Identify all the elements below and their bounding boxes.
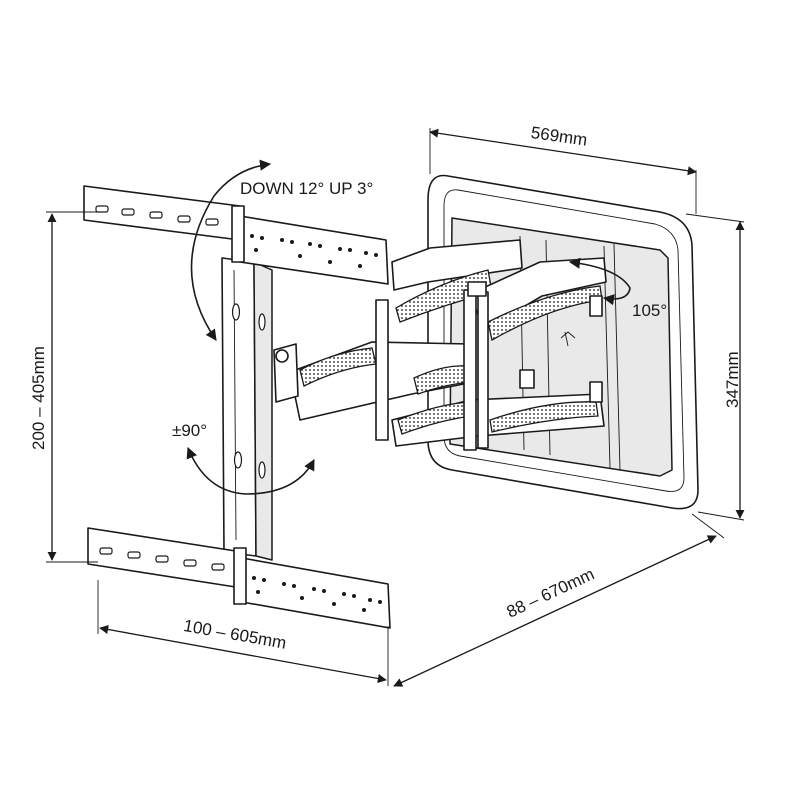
dimension-lines	[46, 128, 745, 687]
vesa-horizontal-label: 100 – 605mm	[182, 616, 288, 653]
bottom-bar-holes	[252, 576, 382, 612]
wall-plate-height-label: 347mm	[723, 351, 742, 408]
arrow-up-icon	[560, 331, 576, 347]
articulating-arms	[289, 239, 607, 451]
pan-label: 105°	[632, 301, 667, 320]
tilt-arrow-icon	[190, 159, 272, 341]
wall-plate-width-label: 569mm	[530, 123, 589, 150]
vertical-bracket	[221, 257, 299, 561]
bottom-vesa-bar	[87, 527, 391, 629]
vesa-vertical-label: 200 – 405mm	[29, 346, 48, 450]
swivel-arrow-icon	[186, 446, 315, 495]
tilt-label: DOWN 12° UP 3°	[240, 179, 373, 198]
swivel-label: ±90°	[172, 421, 207, 440]
bottom-bar-slots	[99, 547, 225, 571]
pan-arrow-icon	[568, 257, 631, 306]
